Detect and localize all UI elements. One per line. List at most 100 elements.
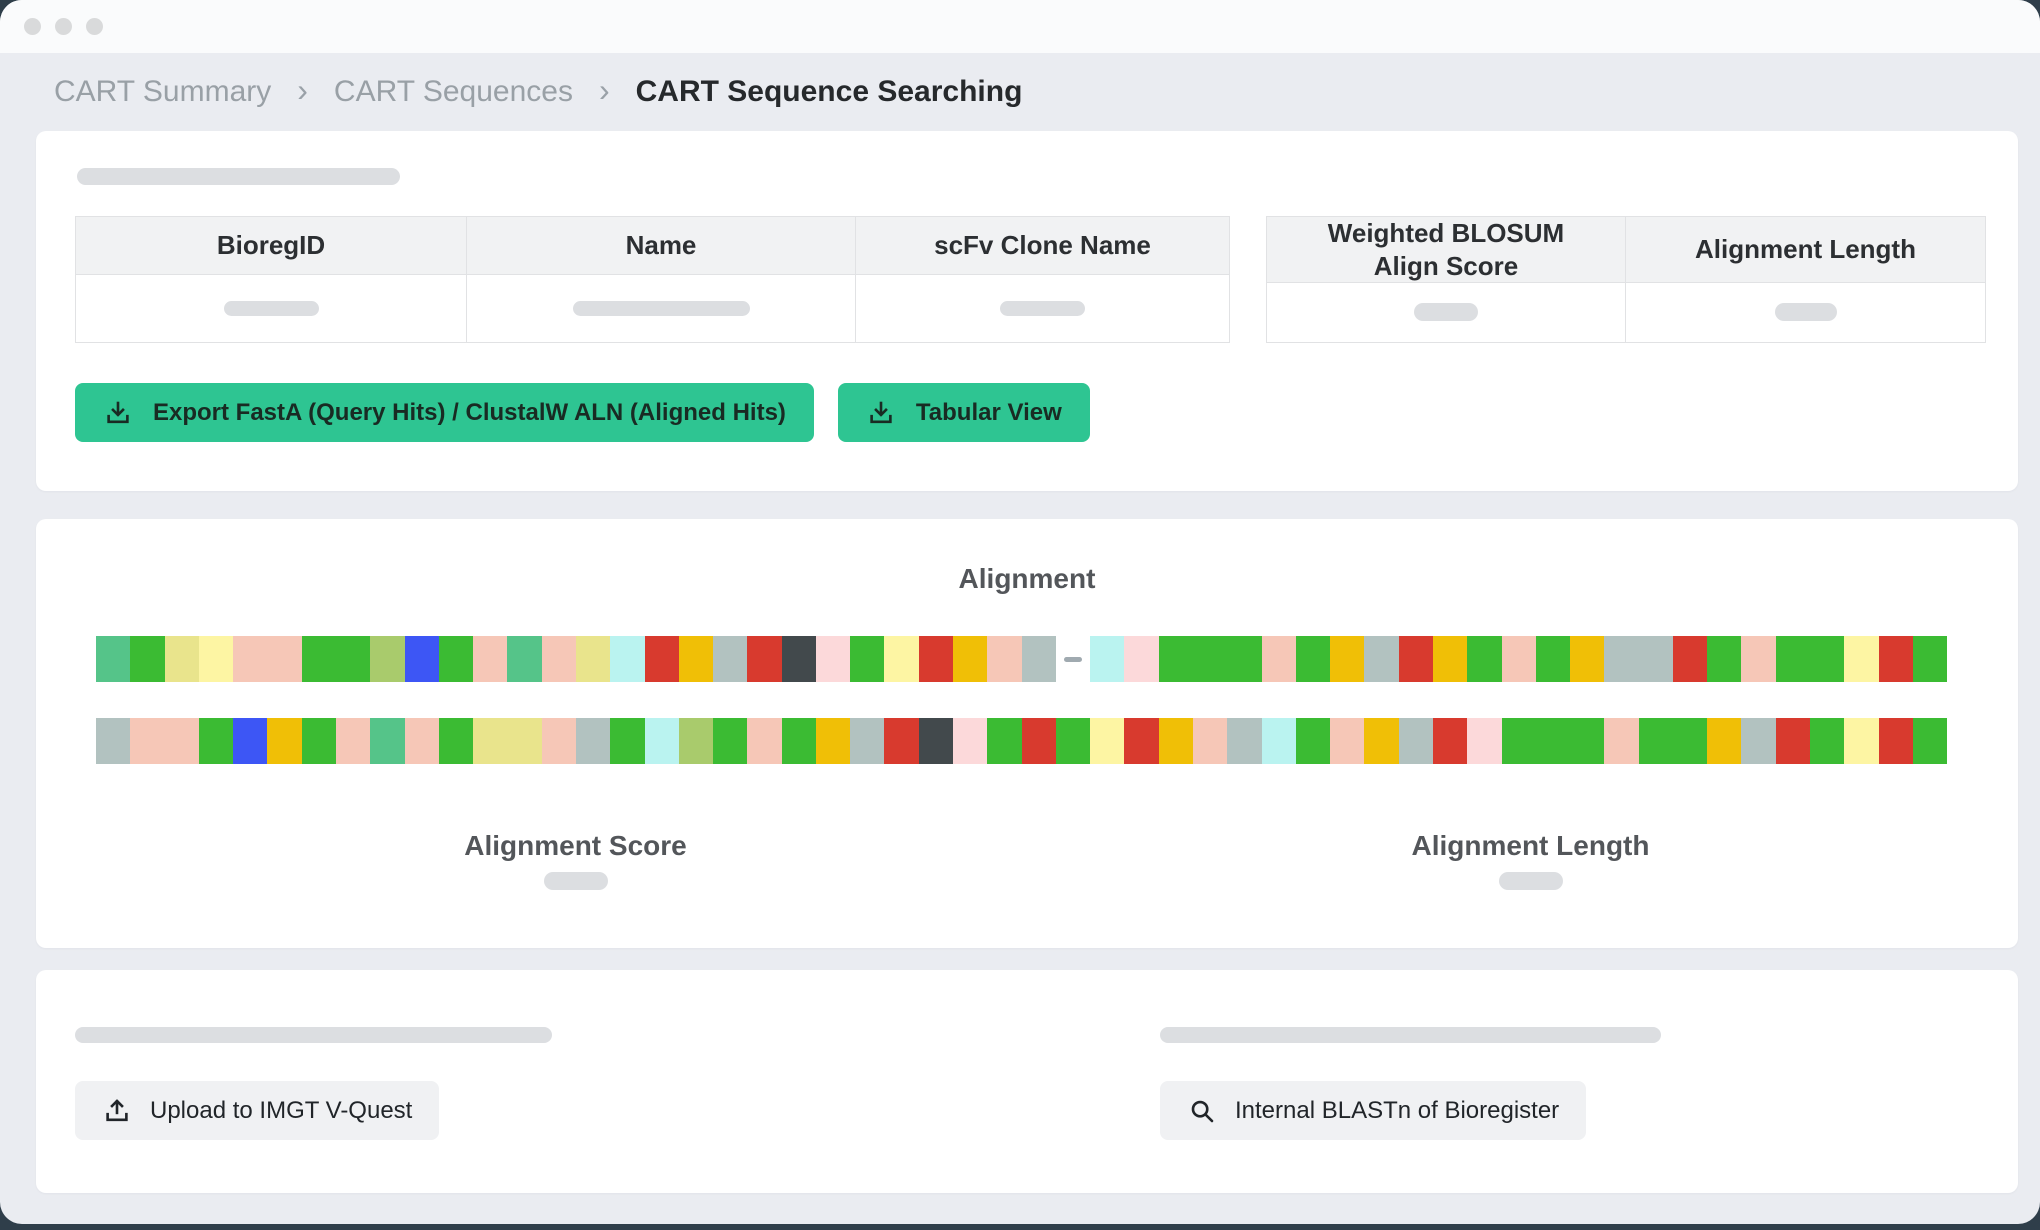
tabular-view-button[interactable]: Tabular View (837, 383, 1090, 442)
imgt-tool-section: Upload to IMGT V-Quest (75, 1027, 552, 1140)
alignment-segment (1021, 718, 1056, 764)
alignment-segment (1330, 636, 1365, 682)
alignment-segment (1707, 636, 1742, 682)
alignment-segment (644, 636, 679, 682)
alignment-segment (1158, 718, 1193, 764)
alignment-segment (918, 636, 954, 682)
alignment-segment (1261, 718, 1296, 764)
alignment-segment (575, 636, 611, 682)
alignment-segment (267, 718, 302, 764)
alignment-segment (1535, 636, 1571, 682)
alignment-segment (1912, 636, 1948, 682)
window-control-dot[interactable] (55, 18, 72, 35)
download-icon (866, 398, 896, 428)
breadcrumb-item-current-page: CART Sequence Searching (635, 75, 1023, 108)
alignment-segment (96, 636, 131, 682)
alignment-segment (541, 636, 576, 682)
export-fasta-label: Export FastA (Query Hits) / ClustalW ALN… (153, 398, 786, 426)
window-titlebar (0, 0, 2040, 53)
alignment-segment (1158, 636, 1262, 682)
breadcrumb-item-cart-sequences[interactable]: CART Sequences (333, 75, 573, 108)
alignment-segment (1810, 718, 1845, 764)
alignment-segment (130, 718, 199, 764)
name-cell (466, 274, 856, 343)
alignment-segment (1090, 636, 1125, 682)
window-control-dot[interactable] (86, 18, 103, 35)
hit-score-table: Weighted BLOSUM Align Score Alignment Le… (1266, 216, 1986, 343)
alignment-segment (1432, 636, 1468, 682)
alignment-segment (713, 718, 748, 764)
alignment-segment (1124, 636, 1159, 682)
blastn-tool-section: Internal BLASTn of Bioregister (1160, 1027, 1661, 1140)
gap-dash (1064, 656, 1083, 662)
alignment-segment (473, 636, 508, 682)
alignment-segment (1432, 718, 1468, 764)
alignment-segment (1672, 636, 1708, 682)
alignment-segment (198, 636, 234, 682)
tool-description-skeleton (1160, 1027, 1661, 1043)
upload-icon (102, 1096, 132, 1126)
alignment-segment (953, 636, 988, 682)
alignment-segment (335, 718, 371, 764)
alignment-length-label: Alignment Length (1411, 830, 1650, 861)
alignment-segment (507, 636, 542, 682)
alignment-segment (1295, 718, 1331, 764)
alignment-segment (713, 636, 748, 682)
alignment-score-label: Alignment Score (464, 830, 687, 861)
alignment-segment (473, 718, 542, 764)
upload-imgt-label: Upload to IMGT V-Quest (150, 1096, 413, 1124)
column-header-weighted-blosum-align-score: Weighted BLOSUM Align Score (1266, 216, 1626, 283)
bioregid-skeleton (223, 300, 319, 316)
bioregid-cell (75, 274, 467, 343)
alignment-segment (1364, 718, 1399, 764)
alignment-segment (1330, 718, 1365, 764)
alignment-stats: Alignment Score Alignment Length (36, 828, 2018, 890)
alignment-segment (541, 718, 576, 764)
table-row (1266, 282, 1986, 343)
alignment-segment (781, 636, 816, 682)
alignment-segment (850, 718, 885, 764)
upload-imgt-vquest-button[interactable]: Upload to IMGT V-Quest (75, 1081, 440, 1140)
column-header-alignment-length: Alignment Length (1625, 216, 1986, 283)
alignment-segment (130, 636, 165, 682)
alignment-segment (370, 718, 405, 764)
alignment-segment (815, 636, 851, 682)
window-control-dot[interactable] (24, 18, 41, 35)
alignment-segment (438, 636, 474, 682)
alignment-segment (850, 636, 885, 682)
alignment-gap (1056, 636, 1090, 682)
alignment-segment (1467, 718, 1502, 764)
alignment-segment (1844, 636, 1879, 682)
table-row (75, 274, 1230, 343)
alignment-segment (1844, 718, 1879, 764)
alignment-segment (164, 636, 199, 682)
alignment-segment (678, 718, 714, 764)
alignment-segment (884, 636, 919, 682)
alignment-segment (1570, 636, 1605, 682)
query-alignment-track (96, 636, 1948, 682)
alignment-segment (96, 718, 131, 764)
blosum-score-cell (1266, 282, 1626, 343)
export-fasta-clustalw-button[interactable]: Export FastA (Query Hits) / ClustalW ALN… (75, 383, 814, 442)
alignment-segment (1295, 636, 1331, 682)
alignment-segment (747, 718, 782, 764)
column-header-bioregid: BioregID (75, 216, 467, 275)
alignment-segment (233, 636, 302, 682)
alignment-segment (1021, 636, 1056, 682)
subject-alignment-track (96, 718, 1948, 764)
search-icon (1187, 1096, 1217, 1126)
breadcrumb-item-cart-summary[interactable]: CART Summary (54, 75, 272, 108)
table-header-row: Weighted BLOSUM Align Score Alignment Le… (1266, 216, 1986, 283)
alignment-segment (678, 636, 714, 682)
hit-summary-card: BioregID Name scFv Clone Name (36, 131, 2018, 491)
alignment-segment (1227, 718, 1262, 764)
external-tools-card: Upload to IMGT V-Quest Internal BLASTn o… (36, 970, 2018, 1193)
internal-blastn-label: Internal BLASTn of Bioregister (1235, 1096, 1560, 1124)
alignment-segment (1604, 636, 1673, 682)
alignment-segment (404, 636, 439, 682)
alignment-segment (1707, 718, 1742, 764)
tabular-view-label: Tabular View (915, 398, 1062, 426)
hit-tables: BioregID Name scFv Clone Name (75, 216, 2018, 343)
internal-blastn-button[interactable]: Internal BLASTn of Bioregister (1160, 1081, 1587, 1140)
alignment-segment (815, 718, 851, 764)
